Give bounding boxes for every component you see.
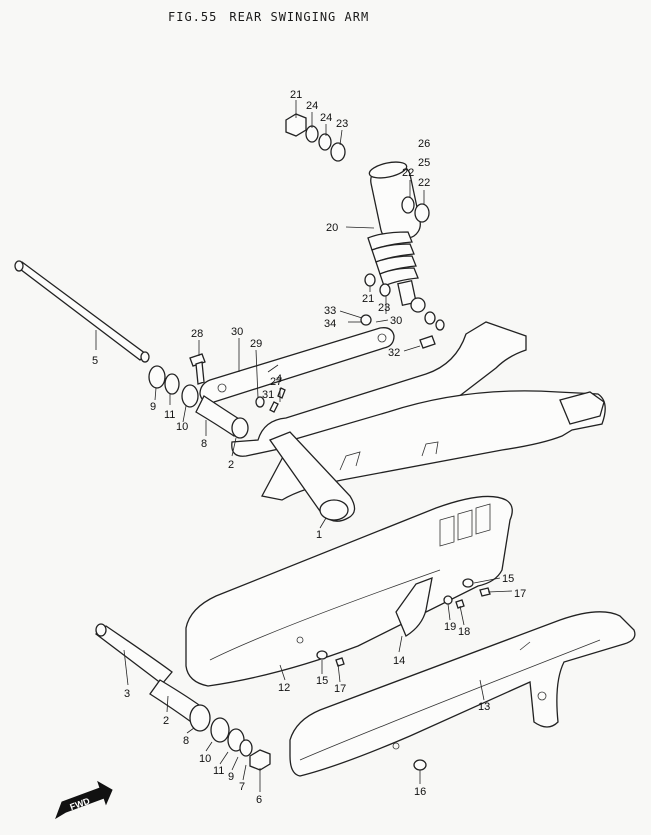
callout-28: 28 (191, 328, 203, 340)
callout-13: 13 (478, 701, 490, 713)
callout-11: 11 (164, 409, 175, 421)
callout-27: 27 (270, 376, 282, 388)
forward-direction-icon: FWD (55, 780, 113, 820)
callout-8: 8 (201, 438, 207, 450)
callout-21: 21 (362, 293, 374, 305)
pivot-shaft (14, 260, 150, 363)
figure-number: FIG.55 (168, 10, 218, 24)
callout-29: 29 (250, 338, 262, 350)
callout-32: 32 (388, 347, 400, 359)
callout-7: 7 (239, 781, 245, 793)
callout-17: 17 (514, 588, 526, 600)
figure-title: FIG.55 REAR SWINGING ARM (168, 10, 381, 24)
callout-15: 15 (502, 573, 514, 585)
pivot-sleeve-set-lower (94, 623, 271, 771)
callout-33: 33 (324, 305, 336, 317)
bolt-28-shank (195, 361, 205, 385)
callout-22: 22 (418, 177, 430, 189)
callout-15: 15 (316, 675, 328, 687)
callout-23: 23 (336, 118, 348, 130)
callout-20: 20 (326, 222, 338, 234)
callout-19: 19 (444, 621, 456, 633)
callout-24: 24 (320, 112, 332, 124)
callout-labels: 21 24 24 23 26 25 22 22 20 21 23 33 34 3… (92, 89, 526, 806)
callout-4: 4 (276, 373, 282, 385)
callout-24: 24 (306, 100, 318, 112)
bracket-14 (395, 576, 433, 637)
callout-10: 10 (176, 421, 188, 433)
callout-30: 30 (390, 315, 402, 327)
callout-2: 2 (228, 459, 234, 471)
torque-link (199, 327, 395, 403)
shock-absorber (367, 161, 426, 313)
callout-23: 23 (378, 302, 390, 314)
callout-8: 8 (183, 735, 189, 747)
callout-26: 26 (418, 138, 430, 150)
callout-9: 9 (150, 401, 156, 413)
callout-2: 2 (163, 715, 169, 727)
callout-11: 11 (213, 765, 224, 777)
callout-1: 1 (316, 529, 322, 541)
callout-12: 12 (278, 682, 290, 694)
callout-25: 25 (418, 157, 430, 169)
callout-10: 10 (199, 753, 211, 765)
pivot-sleeve-set-upper (148, 365, 286, 439)
figure-name: REAR SWINGING ARM (229, 10, 370, 24)
callout-22: 22 (402, 167, 414, 179)
callout-16: 16 (414, 786, 426, 798)
callout-14: 14 (393, 655, 405, 667)
callout-17: 17 (334, 683, 346, 695)
callout-6: 6 (256, 794, 262, 806)
callout-5: 5 (92, 355, 98, 367)
shock-top-hardware (285, 113, 445, 349)
chain-case-upper (185, 495, 513, 687)
swinging-arm (231, 321, 606, 522)
chain-case-lower (289, 611, 636, 777)
callout-31: 31 (262, 389, 274, 401)
callout-30: 30 (231, 326, 243, 338)
callout-9: 9 (228, 771, 234, 783)
leader-lines (95, 100, 513, 792)
callout-34: 34 (324, 318, 336, 330)
callout-21: 21 (290, 89, 302, 101)
callout-18: 18 (458, 626, 470, 638)
callout-3: 3 (124, 688, 130, 700)
